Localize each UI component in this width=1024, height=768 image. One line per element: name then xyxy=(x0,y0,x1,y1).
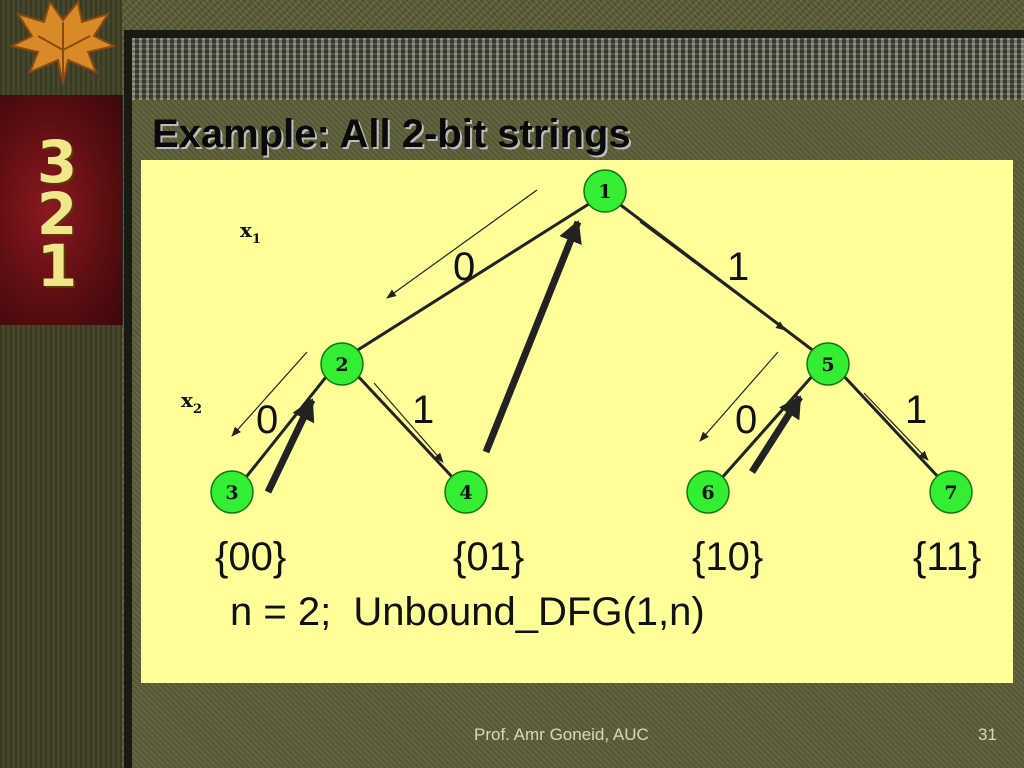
header-band xyxy=(132,38,1024,100)
diagram-panel xyxy=(141,160,1013,683)
tree-node-1: 1 xyxy=(583,169,627,213)
tree-edge-1-2 xyxy=(352,200,593,355)
traversal-arrow xyxy=(699,351,779,442)
svg-text:2: 2 xyxy=(335,354,348,376)
leaf-string: {00} xyxy=(215,535,286,579)
tree-node-6: 6 xyxy=(686,470,730,514)
svg-text:5: 5 xyxy=(821,354,834,376)
tree-node-5: 5 xyxy=(806,342,850,386)
tree-edge-2-3 xyxy=(241,371,332,482)
tree-node-4: 4 xyxy=(444,470,488,514)
level-label-x2: x2 xyxy=(181,388,202,417)
tree-edge-5-7 xyxy=(838,370,943,482)
traversal-arrow xyxy=(386,189,538,299)
traversal-arrow xyxy=(373,382,444,463)
traversal-arrow xyxy=(639,221,786,331)
tree-node-3: 3 xyxy=(210,470,254,514)
edge-label: 0 xyxy=(453,245,475,289)
function-call-text: n = 2; Unbound_DFG(1,n) xyxy=(230,590,705,634)
logo-digit: 2 xyxy=(36,180,78,248)
slide-title: Example: All 2-bit strings xyxy=(152,112,631,156)
title-band xyxy=(132,100,1024,164)
autumn-leaf-icon xyxy=(9,0,117,85)
leaf-string: {10} xyxy=(692,535,763,579)
backtrack-arrow xyxy=(749,395,803,474)
footer-author: Prof. Amr Goneid, AUC xyxy=(474,725,649,744)
logo-321: 3 2 1 xyxy=(0,95,123,325)
edge-label: 0 xyxy=(256,398,278,442)
svg-text:6: 6 xyxy=(701,482,714,504)
tree-edge-1-5 xyxy=(617,201,816,354)
traversal-arrow xyxy=(231,351,308,437)
tree-node-7: 7 xyxy=(929,470,973,514)
svg-text:3: 3 xyxy=(225,482,238,504)
tree-edge-5-6 xyxy=(718,372,817,481)
backtrack-arrow xyxy=(482,220,582,454)
page-number: 31 xyxy=(978,725,997,744)
svg-text:7: 7 xyxy=(944,482,957,504)
level-label-x1: x1 xyxy=(240,218,261,247)
edge-label: 1 xyxy=(905,388,927,432)
edge-label: 1 xyxy=(727,245,749,289)
leaf-string: {11} xyxy=(913,535,981,579)
logo-digit: 1 xyxy=(36,232,78,300)
backtrack-arrow xyxy=(264,398,316,494)
svg-text:1: 1 xyxy=(598,181,611,203)
tree-edge-2-4 xyxy=(353,371,457,482)
tree-node-2: 2 xyxy=(320,342,364,386)
svg-text:4: 4 xyxy=(459,482,472,504)
logo-digit: 3 xyxy=(36,128,78,196)
leaf-string: {01} xyxy=(453,535,524,579)
edge-label: 0 xyxy=(735,398,757,442)
traversal-arrow xyxy=(863,392,929,461)
edge-label: 1 xyxy=(412,388,434,432)
